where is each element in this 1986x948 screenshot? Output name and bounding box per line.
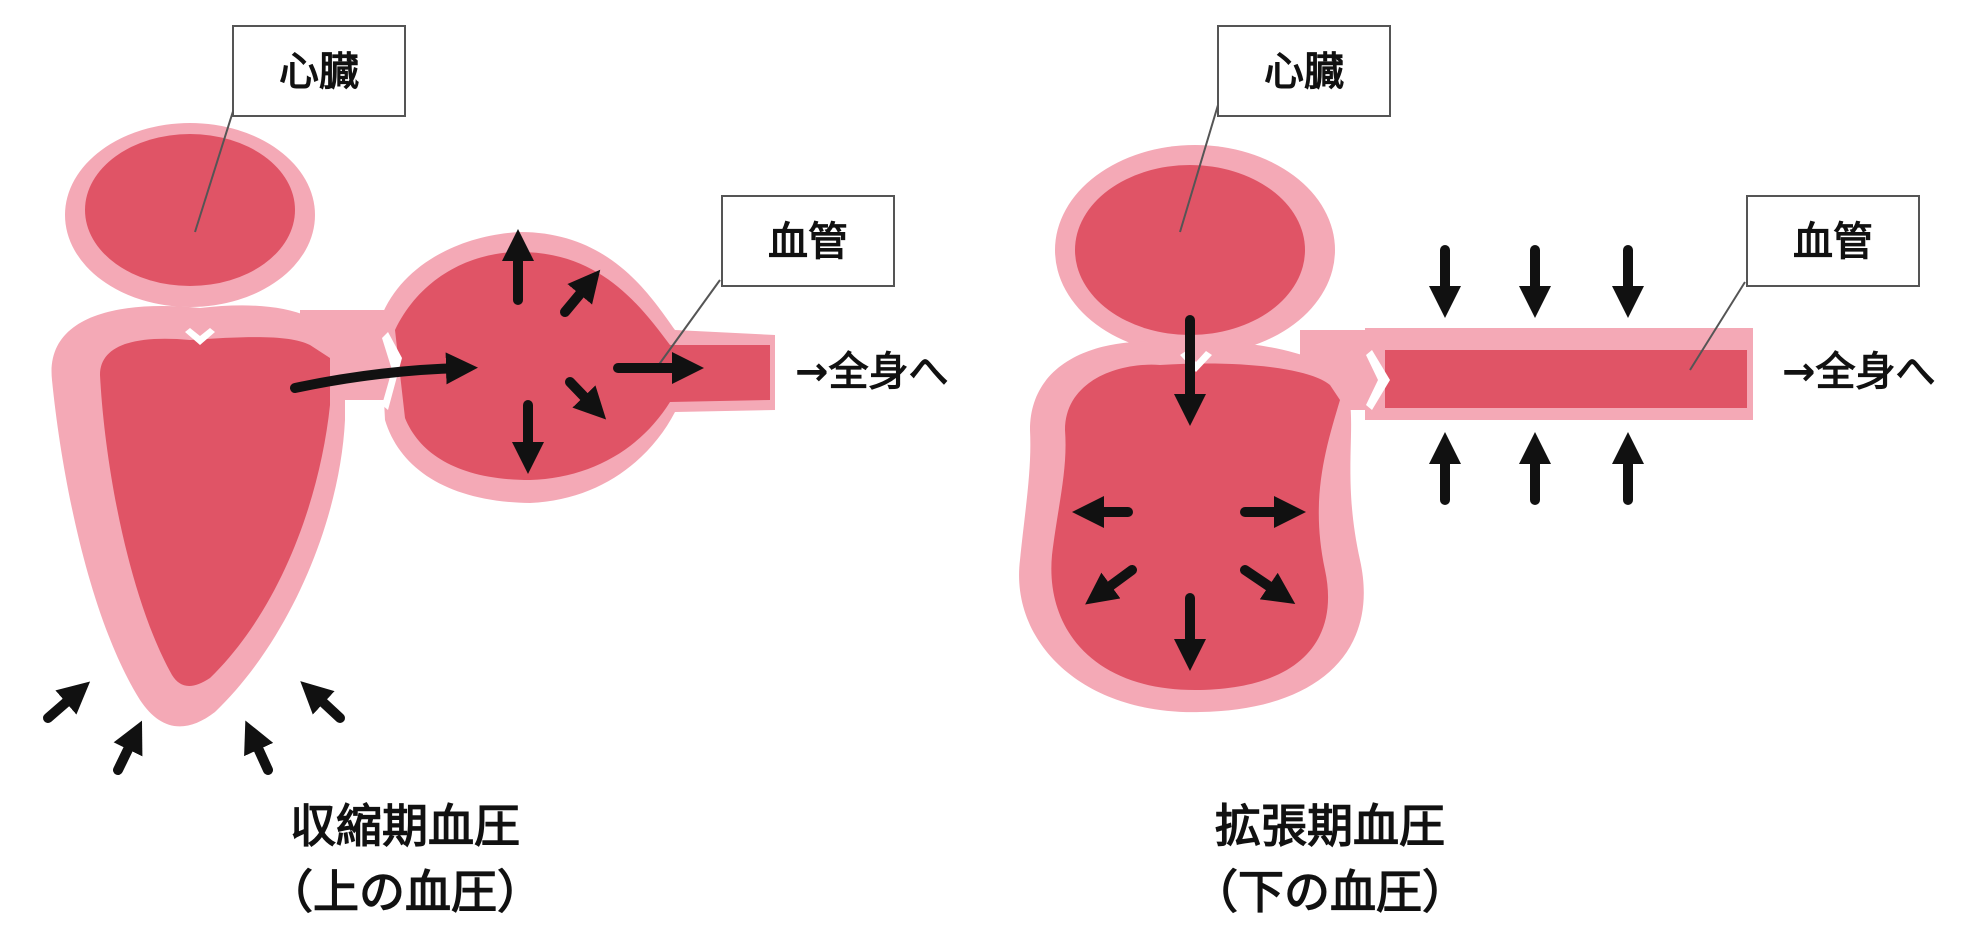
diastolic-vessel [1385, 350, 1747, 408]
systolic-heart-chambers [85, 134, 770, 686]
diastolic-ventricle [1051, 363, 1340, 691]
systolic-vessel-label: 血管 [768, 219, 848, 265]
systolic-bulging-vessel [395, 252, 770, 480]
systolic-panel: 心臓 血管 →全身へ 収縮期血圧 （上の血圧） [43, 25, 949, 919]
arrow-up-right-icon [43, 681, 91, 723]
arrow-up-left-icon [244, 720, 274, 775]
systolic-atrium [85, 134, 295, 286]
systolic-ventricle [100, 337, 330, 686]
arrow-down-right-icon [565, 377, 607, 420]
diastolic-vessel-callout: 血管 [1689, 195, 1920, 371]
diastolic-heart-chambers [1051, 165, 1747, 691]
diastolic-caption-subtitle: （下の血圧） [1192, 865, 1468, 919]
diastolic-destination-label: →全身へ [1782, 349, 1936, 395]
diastolic-atrium [1075, 165, 1305, 335]
systolic-heart-callout: 心臓 [194, 25, 406, 233]
diastolic-arrows [1071, 245, 1645, 672]
flow-arrow-icon [290, 352, 478, 393]
systolic-vessel-callout: 血管 [654, 195, 895, 371]
arrow-up-left-icon [300, 681, 345, 723]
systolic-heart-label: 心臓 [279, 49, 359, 95]
diastolic-vessel-label: 血管 [1793, 219, 1873, 265]
diastolic-caption-title: 拡張期血圧 [1215, 799, 1445, 853]
arrow-down-left-icon [1085, 565, 1137, 605]
diastolic-heart-callout: 心臓 [1179, 25, 1391, 233]
arrow-up-right-icon [560, 269, 601, 317]
systolic-destination-label: →全身へ [795, 349, 949, 395]
diastolic-heart-label: 心臓 [1264, 49, 1344, 95]
systolic-caption-title: 収縮期血圧 [290, 799, 520, 853]
systolic-arrows [43, 228, 705, 775]
arrow-up-right-icon [113, 720, 143, 775]
arrow-down-right-icon [1240, 565, 1296, 604]
diastolic-panel: 心臓 血管 →全身へ 拡張期血圧 （下の血圧） [1019, 25, 1936, 919]
systolic-caption-subtitle: （上の血圧） [267, 865, 543, 919]
